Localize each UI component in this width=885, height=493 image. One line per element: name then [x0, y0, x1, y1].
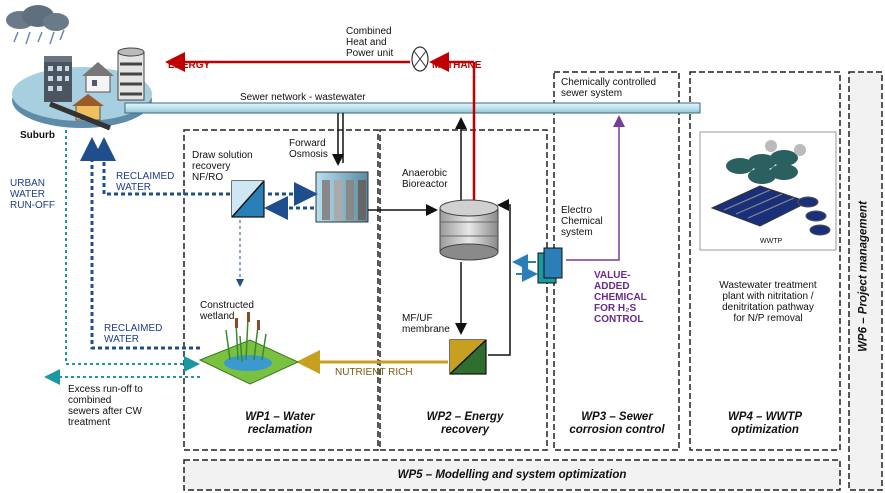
- anaerobic-bioreactor-label: Anaerobic Bioreactor: [402, 168, 448, 190]
- chemical-dosing-arrow: [566, 115, 625, 261]
- wp2-box: [379, 129, 548, 451]
- nutrient-rich-label: NUTRIENT RICH: [335, 367, 413, 378]
- wp4-box: [689, 71, 841, 451]
- forward-osmosis-label: Forward Osmosis: [289, 138, 328, 160]
- wp1-label: WP1 – Water reclamation: [245, 411, 315, 436]
- wp6-box: [848, 71, 883, 491]
- wp1-box: [183, 129, 379, 451]
- excess-runoff-label: Excess run-off to combined sewers after …: [68, 384, 143, 428]
- chp-unit-icon: [411, 46, 429, 72]
- constructed-wetland-label: Constructed wetland: [200, 300, 254, 322]
- mf-uf-membrane: [449, 339, 487, 375]
- wp2-label: WP2 – Energy recovery: [426, 411, 504, 436]
- forward-osmosis-unit: [315, 171, 369, 223]
- chem-sewer-label: Chemically controlled sewer system: [561, 77, 657, 99]
- chp-label: Combined Heat and Power unit: [346, 26, 394, 59]
- wp6-label: WP6 – Project management: [857, 201, 870, 352]
- draw-solution-label: Draw solution recovery NF/RO: [192, 150, 253, 183]
- rain-cloud-icon: [6, 5, 69, 45]
- suburb-illustration: [6, 5, 152, 131]
- suburb-label: Suburb: [20, 130, 55, 141]
- methane-label: METHANE: [432, 60, 482, 71]
- mf-uf-label: MF/UF membrane: [402, 313, 450, 335]
- wp3-box: [553, 71, 680, 451]
- sewer-network-label: Sewer network - wastewater: [240, 92, 366, 103]
- wp3-label: WP3 – Sewer corrosion control: [569, 411, 665, 436]
- reclaimed-water-arrow-1: [92, 137, 230, 196]
- wwtp-picture: [699, 131, 837, 251]
- wwtp-small-label: WWTP: [760, 238, 783, 245]
- wp5-label: WP5 – Modelling and system optimization: [397, 469, 627, 481]
- draw-solution-unit: [231, 180, 265, 218]
- energy-label: ENERGY: [168, 60, 211, 71]
- reclaimed-water-label-1: RECLAIMED WATER: [116, 171, 175, 193]
- urban-runoff-arrow: [65, 130, 200, 372]
- anaerobic-bioreactor: [439, 199, 499, 261]
- wp5-box: [183, 459, 841, 491]
- wwtp-desc-label: Wastewater treatment plant with nitritat…: [719, 280, 817, 324]
- sewer-pipe: [124, 102, 701, 114]
- reclaimed-water-arrow-2: [80, 137, 200, 350]
- wp4-label: WP4 – WWTP optimization: [727, 411, 803, 436]
- urban-runoff-label: URBAN WATER RUN-OFF: [10, 178, 55, 211]
- value-added-label: VALUE- ADDED CHEMICAL FOR H₂S CONTROL: [594, 270, 647, 325]
- reclaimed-water-label-2: RECLAIMED WATER: [104, 323, 163, 345]
- constructed-wetland: [198, 312, 300, 385]
- electrochemical-cell: [537, 247, 563, 284]
- electrochem-label: Electro Chemical system: [561, 205, 603, 238]
